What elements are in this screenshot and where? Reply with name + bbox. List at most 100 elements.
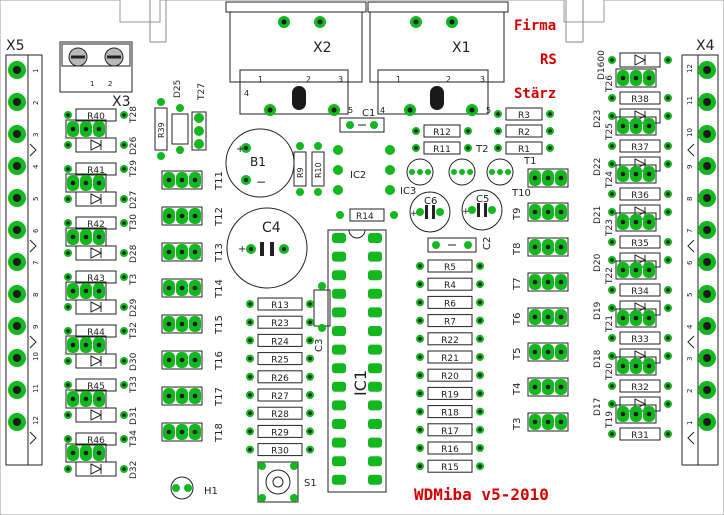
left-resistor-label: R40 — [87, 112, 105, 122]
inner-transistor-label: T7 — [512, 278, 523, 291]
top-resistor: R1 — [494, 141, 554, 155]
brand-staerz: Stärz — [514, 86, 556, 102]
ic1-pin — [368, 456, 382, 467]
left-diode — [64, 299, 128, 315]
t27-label: T27 — [197, 83, 207, 101]
top-resistor: R3 — [494, 107, 554, 121]
right-resistor: R32 — [608, 379, 672, 393]
inner-transistor-label: T4 — [512, 383, 523, 396]
right-diode-label: D18 — [593, 349, 603, 368]
center-resistor: R24 — [246, 333, 314, 347]
center-resistor: R26 — [246, 370, 314, 384]
c2-label: C2 — [482, 237, 493, 250]
x4-pin-number: 7 — [686, 229, 694, 233]
c6-capacitor — [409, 191, 451, 233]
ic1-pin — [332, 288, 346, 299]
right-resistor-block-label: R22 — [441, 336, 459, 346]
x1-pin-4: 4 — [380, 106, 385, 115]
left-resistor: R46 — [64, 432, 128, 446]
x4-pin-number: 3 — [686, 357, 694, 361]
left-diode-label: D27 — [129, 191, 139, 209]
ic1-pin — [332, 270, 346, 281]
top-resistor: R12 — [412, 124, 472, 138]
left-resistor: R40 — [64, 108, 128, 122]
right-resistor-block: R20 — [416, 368, 484, 382]
center-resistor-label: R23 — [271, 319, 289, 329]
ic1-pin — [332, 456, 346, 467]
x5-pin-number: 7 — [32, 261, 40, 265]
center-transistor — [161, 170, 203, 190]
x1-pin-3: 3 — [480, 75, 485, 84]
right-resistor-label: R33 — [631, 335, 649, 345]
x2-pin-2: 2 — [306, 75, 311, 84]
inner-transistor-label: T9 — [512, 208, 523, 221]
right-transistor — [615, 68, 657, 88]
s1-label: S1 — [304, 478, 317, 489]
r10-label: R10 — [314, 162, 323, 178]
x4-pin-number: 1 — [686, 421, 694, 425]
svg-text:+: + — [238, 244, 246, 255]
center-resistor-label: R27 — [271, 392, 289, 402]
c4-label: C4 — [262, 220, 281, 236]
right-resistor: R36 — [608, 187, 672, 201]
left-diode-label: D31 — [129, 407, 139, 425]
inner-transistor — [527, 202, 569, 222]
top-resistor-label: R1 — [518, 145, 530, 155]
right-transistor-label: T19 — [605, 411, 615, 429]
right-resistor-block-label: R18 — [441, 409, 459, 419]
c6-label: C6 — [424, 196, 437, 207]
left-resistor: R42 — [64, 216, 128, 230]
center-transistor-label: T16 — [214, 351, 225, 371]
x5-pin-number: 3 — [32, 133, 40, 137]
x2-pin-5: 5 — [348, 106, 353, 115]
x1-pin-5: 5 — [486, 106, 491, 115]
right-resistor: R31 — [608, 427, 672, 441]
right-transistor — [615, 260, 657, 280]
right-transistor-label: T24 — [605, 171, 615, 189]
right-resistor-block: R5 — [416, 259, 484, 273]
center-resistor-label: R25 — [271, 356, 289, 366]
top-resistor-label: R12 — [433, 128, 451, 138]
x2-pin-3: 3 — [338, 75, 343, 84]
left-resistor-label: R42 — [87, 220, 105, 230]
ic1-pin — [332, 381, 346, 392]
x5-pin-number: 5 — [32, 197, 40, 201]
left-diode — [64, 137, 128, 153]
to92-group — [406, 158, 514, 186]
x5-pin-number: 8 — [32, 293, 40, 297]
ic1-chip — [327, 229, 387, 493]
inner-transistor-label: T6 — [512, 313, 523, 326]
ic1-pin — [368, 419, 382, 429]
c3-label: C3 — [314, 339, 325, 352]
left-resistor: R45 — [64, 378, 128, 392]
center-resistor-label: R29 — [271, 428, 289, 438]
svg-text:+: + — [236, 144, 244, 155]
right-resistor-block: R4 — [416, 277, 484, 291]
ic1-pin — [368, 270, 382, 281]
t10-label: T10 — [511, 188, 531, 199]
right-resistor-block-label: R15 — [441, 463, 459, 473]
inner-transistor-label: T8 — [512, 243, 523, 256]
ic2-area — [333, 145, 395, 195]
left-resistor-label: R45 — [87, 382, 105, 392]
right-resistor: R33 — [608, 331, 672, 345]
left-transistor-label: T28 — [129, 106, 139, 124]
right-diode-label: D23 — [593, 110, 603, 128]
x2-connector — [225, 1, 367, 116]
ic2-label: IC2 — [350, 170, 366, 181]
left-resistor: R43 — [64, 270, 128, 284]
left-resistor-label: R43 — [87, 274, 105, 284]
c2-capacitor — [427, 237, 477, 253]
x5-pin-number: 4 — [32, 164, 40, 169]
ic1-pin — [368, 288, 382, 299]
right-diode-top — [608, 52, 672, 68]
x1-label: X1 — [452, 40, 471, 56]
x3-pin-1: 1 — [90, 80, 94, 88]
r9-resistor — [293, 142, 307, 196]
right-diode-label: D19 — [593, 301, 603, 320]
x4-pin-number: 9 — [686, 165, 694, 169]
right-resistor-label: R32 — [631, 383, 649, 393]
right-resistor-label: R36 — [631, 191, 649, 201]
r14-resistor — [349, 208, 385, 222]
center-transistor-label: T18 — [214, 423, 225, 443]
